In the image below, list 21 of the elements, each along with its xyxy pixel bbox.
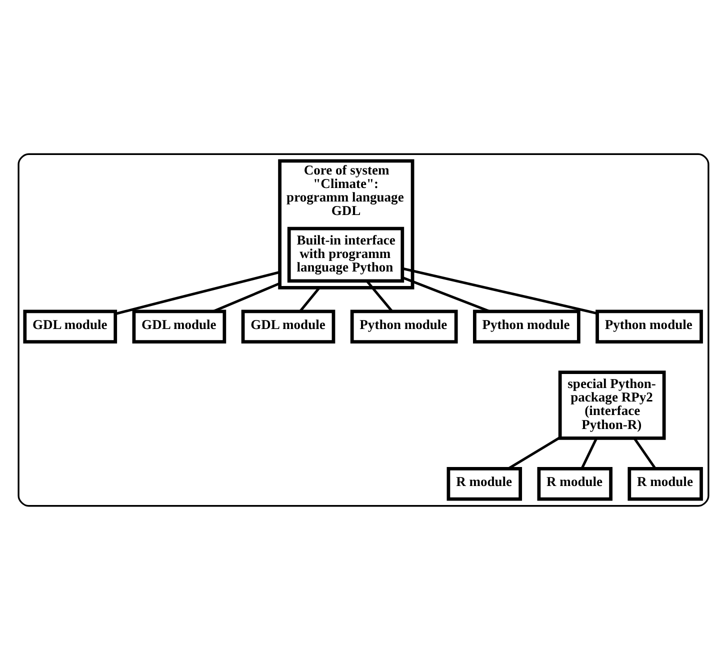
node-box: R module — [628, 466, 703, 500]
connector — [366, 280, 393, 312]
connector — [508, 436, 560, 470]
connector — [115, 270, 280, 315]
node-box: GDL module — [23, 309, 118, 344]
connector — [580, 437, 598, 469]
connector — [402, 276, 490, 312]
connector — [402, 266, 598, 314]
cluster — [18, 152, 710, 506]
node-box: Built-in interface with programm language Python — [287, 226, 404, 282]
node-box: R module — [537, 466, 612, 500]
node-box: R module — [446, 466, 522, 500]
connector — [212, 282, 280, 312]
node-box: special Python-package RPy2 (interface Python-R) — [558, 370, 666, 440]
node-box: GDL module — [241, 309, 336, 344]
node-box: Python module — [472, 309, 580, 344]
node-box: Python module — [596, 309, 703, 344]
node-box: GDL module — [132, 309, 226, 344]
connector — [299, 286, 320, 312]
connector — [633, 437, 656, 469]
node-box: Python module — [350, 309, 458, 344]
